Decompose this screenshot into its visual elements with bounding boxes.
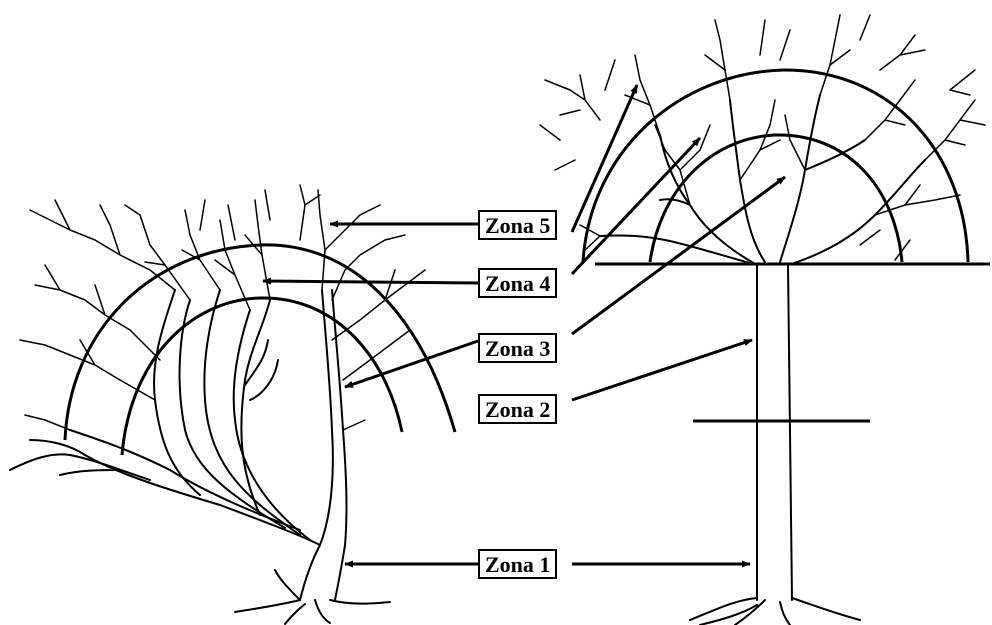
zone-label-2: Zona 2 xyxy=(478,394,557,424)
right-roots xyxy=(690,598,860,625)
zone-label-1: Zona 1 xyxy=(478,549,557,579)
left-zone-arcs xyxy=(65,245,455,455)
zone-label-4: Zona 4 xyxy=(478,268,557,298)
right-tree xyxy=(540,15,985,625)
right-scaffolds xyxy=(600,95,925,265)
left-roots xyxy=(235,600,390,624)
right-arc-outer xyxy=(583,70,968,262)
zone-label-3: Zona 3 xyxy=(478,333,557,363)
left-twigs xyxy=(20,185,425,430)
right-trunk xyxy=(757,265,792,600)
left-low-branch xyxy=(10,440,150,480)
zone-label-5: Zona 5 xyxy=(478,210,557,240)
arrow-zona2-right xyxy=(572,340,752,400)
arrow-zona4-left xyxy=(263,281,478,283)
arrow-zona5-right xyxy=(572,85,637,232)
left-scaffold-b xyxy=(241,300,278,515)
